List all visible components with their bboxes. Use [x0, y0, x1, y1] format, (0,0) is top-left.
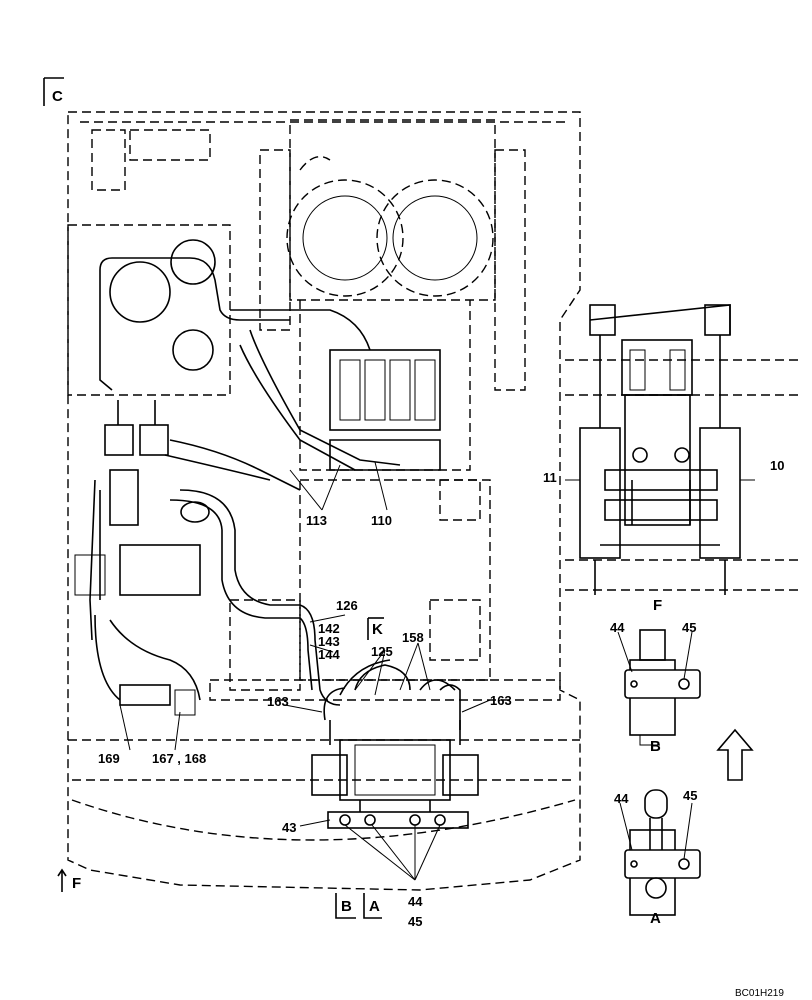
callout-45-detail-b: 45	[682, 620, 696, 635]
view-label-c: C	[52, 88, 63, 105]
callout-44-main: 44	[408, 894, 423, 909]
detail-b: 44 45 B	[610, 620, 701, 755]
callout-11: 11	[543, 470, 557, 485]
hoses-to-swivel	[299, 604, 461, 745]
detail-a: 44 45 A	[614, 788, 701, 927]
callout-142: 142	[318, 621, 340, 636]
machine-frame	[67, 111, 581, 891]
callout-110: 110	[371, 513, 392, 528]
detail-label-a: A	[650, 910, 661, 927]
direction-arrow	[716, 728, 754, 781]
callout-43: 43	[282, 820, 296, 835]
callout-167-168: 167 , 168	[152, 751, 206, 766]
view-label-f-bottom: F	[72, 875, 81, 892]
view-marker-k: K	[367, 617, 384, 640]
pilot-valves	[74, 400, 301, 716]
callout-113: 113	[306, 513, 327, 528]
callout-144: 144	[318, 647, 340, 662]
callout-169: 169	[98, 751, 120, 766]
callout-126: 126	[336, 598, 358, 613]
view-f-detail: 11 10 F	[543, 304, 800, 614]
callout-44-detail-b: 44	[610, 620, 625, 635]
view-label-k: K	[372, 621, 383, 638]
control-valve	[230, 309, 441, 471]
section-marker-a: A	[363, 893, 382, 919]
callout-125: 125	[371, 644, 393, 659]
view-label-f-side: F	[653, 597, 662, 614]
view-marker-c: C	[43, 77, 64, 106]
detail-label-b: B	[650, 738, 661, 755]
view-marker-f: F	[57, 868, 81, 892]
callout-45-detail-a: 45	[683, 788, 697, 803]
swing-motor-assembly	[311, 739, 479, 829]
callout-163-right: 163	[490, 693, 512, 708]
callout-158: 158	[402, 630, 424, 645]
section-label-a: A	[369, 898, 380, 915]
callout-45-main: 45	[408, 914, 422, 929]
hydraulic-tank	[67, 224, 290, 396]
section-label-b: B	[341, 898, 352, 915]
callout-163-left: 163	[267, 694, 289, 709]
callout-44-detail-a: 44	[614, 791, 629, 806]
callout-leaders	[119, 461, 491, 881]
callout-143: 143	[318, 634, 340, 649]
callout-10: 10	[770, 458, 784, 473]
section-marker-b: B	[335, 893, 356, 919]
drawing-code: BC01H219	[735, 988, 784, 999]
